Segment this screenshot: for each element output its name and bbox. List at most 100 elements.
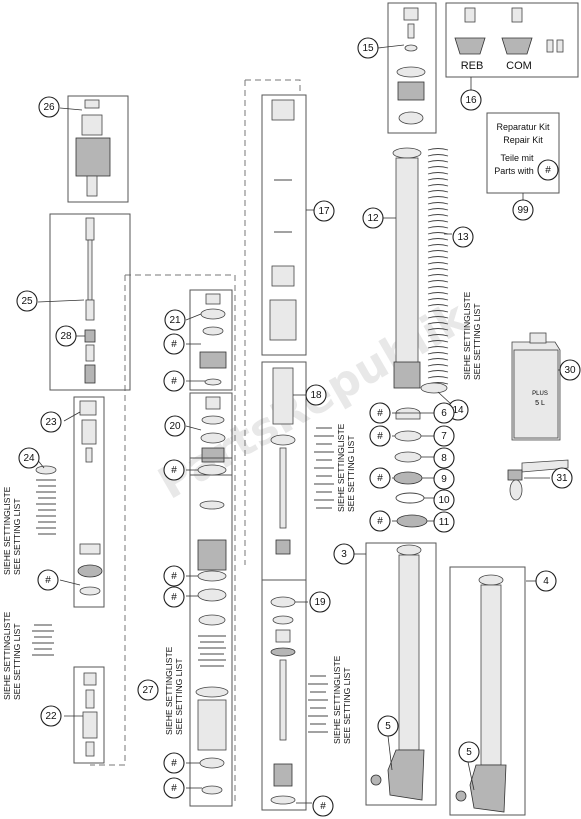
callout-hash-34: # [369, 467, 391, 489]
box-25 [49, 213, 131, 391]
part-16-caps [454, 7, 564, 55]
repair-kit-box: Reparatur Kit Repair Kit Teile mit Parts… [486, 112, 560, 194]
svg-text:SIEHE SETTINGLISTE: SIEHE SETTINGLISTE [462, 291, 472, 380]
callout-24: 24 [18, 447, 40, 469]
part-20-valve [200, 396, 226, 463]
callout-9: 9 [433, 468, 455, 490]
callout-label: 13 [457, 232, 469, 243]
callout-22: 22 [40, 705, 62, 727]
callout-hash-8: # [163, 333, 185, 355]
callout-3: 3 [333, 543, 355, 565]
callout-hash-5: # [37, 569, 59, 591]
callout-label: # [171, 758, 177, 769]
dashed-connector-left [90, 274, 236, 805]
callout-label: 4 [543, 576, 549, 587]
box-16 [445, 2, 579, 78]
callout-12: 12 [362, 207, 384, 229]
callout-label: 7 [441, 431, 447, 442]
part-spring-lower [32, 624, 54, 656]
callout-hash-24: # [537, 159, 559, 181]
callout-25: 25 [16, 290, 38, 312]
callout-label: # [171, 376, 177, 387]
svg-text:Repair Kit: Repair Kit [503, 135, 543, 145]
callout-label: 3 [341, 549, 347, 560]
callout-hash-20: # [312, 795, 334, 817]
part-11-dust-wiper [396, 514, 428, 528]
callout-label: 15 [362, 43, 374, 54]
callout-23: 23 [40, 411, 62, 433]
svg-text:SEE SETTING LIST: SEE SETTING LIST [12, 623, 22, 700]
callout-hash-37: # [369, 510, 391, 532]
callout-19: 19 [309, 591, 331, 613]
part-14-ring [420, 382, 448, 394]
callout-27: 27 [137, 679, 159, 701]
part-8-washer [394, 451, 422, 463]
callout-label: 17 [318, 206, 330, 217]
callout-label: 10 [438, 495, 450, 506]
part-3-inner-tube [370, 544, 425, 801]
callout-hash-11: # [163, 459, 185, 481]
callout-label: # [171, 339, 177, 350]
callout-13: 13 [452, 226, 474, 248]
callout-label: 28 [60, 331, 72, 342]
setting-label-18: SIEHE SETTINGLISTE SEE SETTING LIST [336, 423, 356, 512]
callout-label: 99 [517, 205, 529, 216]
callout-label: # [377, 408, 383, 419]
dashed-connector-top [244, 79, 301, 565]
callout-label: 5 [466, 747, 472, 758]
svg-text:SEE SETTING LIST: SEE SETTING LIST [12, 498, 22, 575]
box-17 [261, 94, 307, 356]
callout-hash-12: # [163, 565, 185, 587]
part-15-cap [396, 7, 426, 125]
callout-label: 20 [169, 421, 181, 432]
part-22-cartridge-end [82, 672, 98, 757]
callout-20: 20 [164, 415, 186, 437]
svg-text:SIEHE SETTINGLISTE: SIEHE SETTINGLISTE [164, 646, 174, 735]
svg-text:SIEHE SETTINGLISTE: SIEHE SETTINGLISTE [332, 655, 342, 744]
callout-label: # [45, 575, 51, 586]
callout-label: # [171, 592, 177, 603]
callout-label: # [377, 516, 383, 527]
callout-label: 18 [310, 390, 322, 401]
callout-8: 8 [433, 447, 455, 469]
svg-text:SIEHE SETTINGLISTE: SIEHE SETTINGLISTE [2, 486, 12, 575]
callout-label: # [377, 473, 383, 484]
svg-text:SEE SETTING LIST: SEE SETTING LIST [472, 303, 482, 380]
svg-text:SEE SETTING LIST: SEE SETTING LIST [346, 435, 356, 512]
callout-label: 24 [23, 453, 35, 464]
part-17-cartridge [269, 99, 297, 341]
setting-label-24: SIEHE SETTINGLISTE SEE SETTING LIST [2, 486, 22, 575]
part-21-valve [199, 293, 227, 386]
svg-text:PLUS: PLUS [532, 391, 548, 397]
callout-5: 5 [458, 741, 480, 763]
part-30-oil-can: PLUS 5 L [511, 332, 561, 441]
setting-label-13: SIEHE SETTINGLISTE SEE SETTING LIST [462, 291, 482, 380]
part-19-spring [308, 675, 328, 733]
callout-label: # [171, 783, 177, 794]
part-10-circlip [395, 492, 425, 504]
callout-18: 18 [305, 384, 327, 406]
box-22 [73, 666, 105, 764]
svg-text:Reparatur Kit: Reparatur Kit [496, 122, 550, 132]
callout-10: 10 [433, 489, 455, 511]
part-26-cartridge [75, 99, 111, 197]
setting-label-lower-left: SIEHE SETTINGLISTE SEE SETTING LIST [2, 611, 22, 700]
callout-28: 28 [55, 325, 77, 347]
svg-text:SEE SETTING LIST: SEE SETTING LIST [342, 667, 352, 744]
callout-label: 25 [21, 296, 33, 307]
callout-label: 6 [441, 408, 447, 419]
callout-label: 19 [314, 597, 326, 608]
callout-7: 7 [433, 425, 455, 447]
callout-4: 4 [535, 570, 557, 592]
callout-hash-16: # [163, 777, 185, 799]
setting-label-19: SIEHE SETTINGLISTE SEE SETTING LIST [332, 655, 352, 744]
callout-label: 8 [441, 453, 447, 464]
callout-hash-13: # [163, 586, 185, 608]
callout-hash-9: # [163, 370, 185, 392]
callout-17: 17 [313, 200, 335, 222]
callout-label: 12 [367, 213, 379, 224]
callout-11: 11 [433, 511, 455, 533]
box-4 [449, 566, 526, 816]
callout-hash-15: # [163, 752, 185, 774]
part-7-bushing [394, 430, 422, 442]
